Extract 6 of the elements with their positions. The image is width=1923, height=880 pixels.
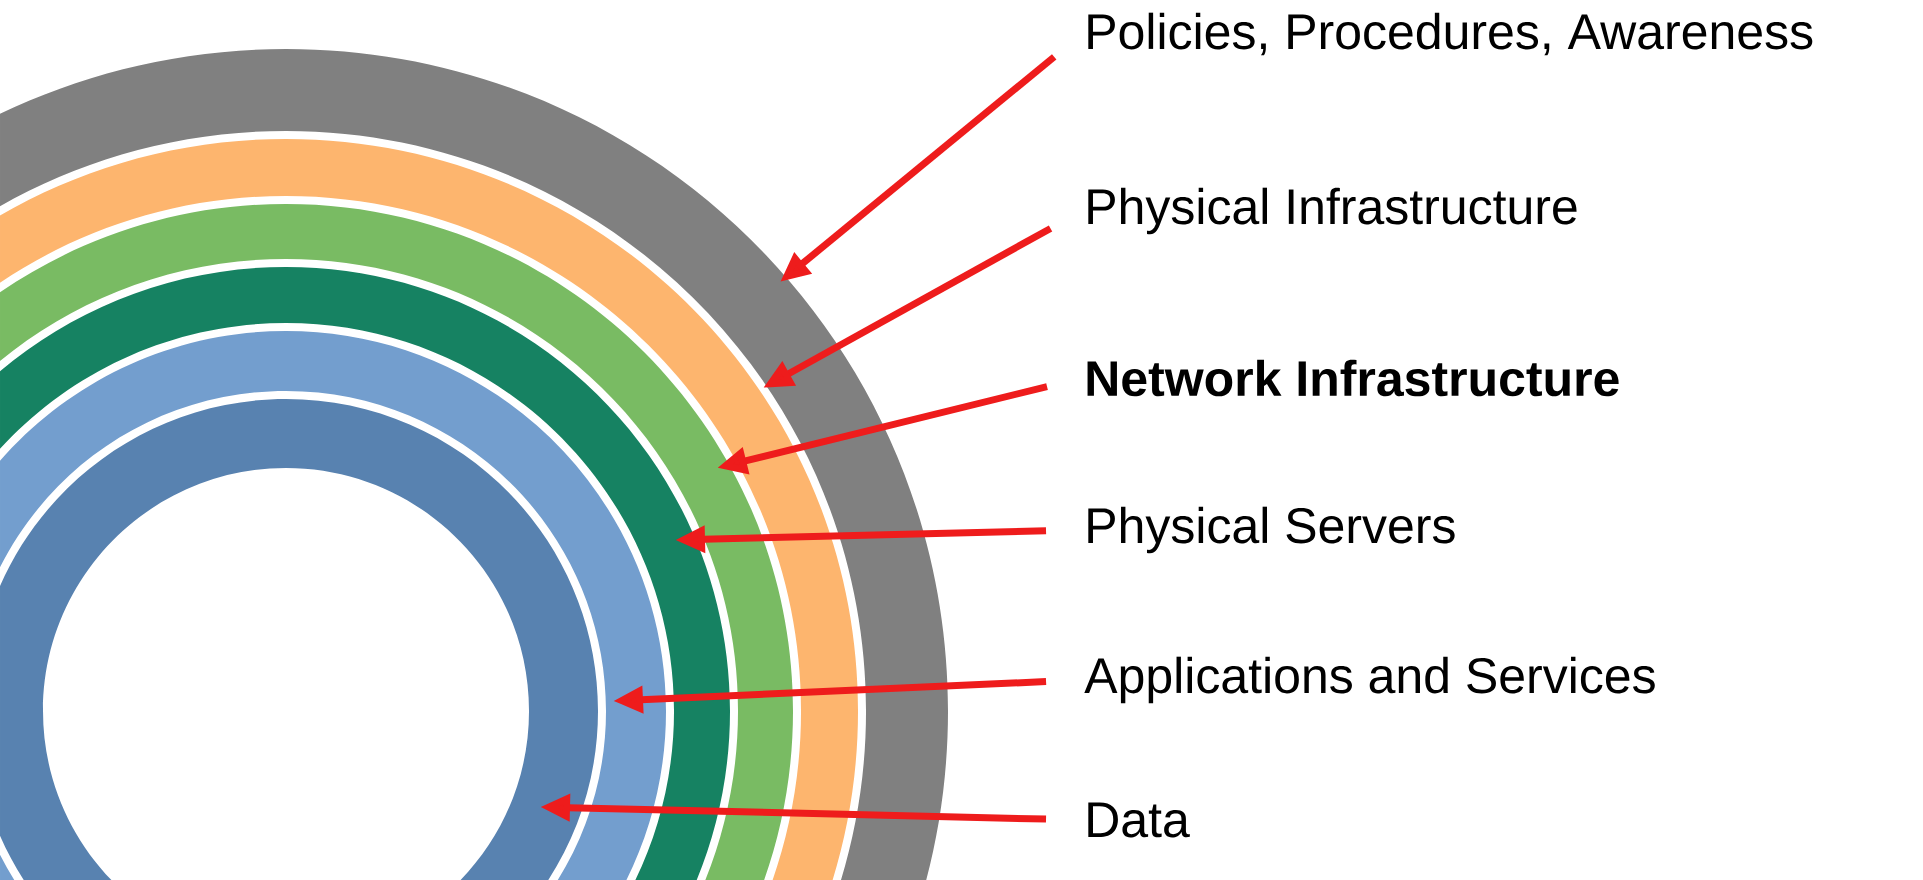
- layer-label: Data: [1088, 802, 1190, 838]
- layer-label: Physical Servers: [1088, 506, 1455, 554]
- layer-label: Physical Infrastructure: [1088, 187, 1577, 235]
- layer-label: Applications and Services: [1084, 656, 1655, 704]
- layer-label: Network Infrastructure: [1087, 359, 1619, 397]
- layer-label: Policies, Procedures, Awareness: [1088, 12, 1813, 56]
